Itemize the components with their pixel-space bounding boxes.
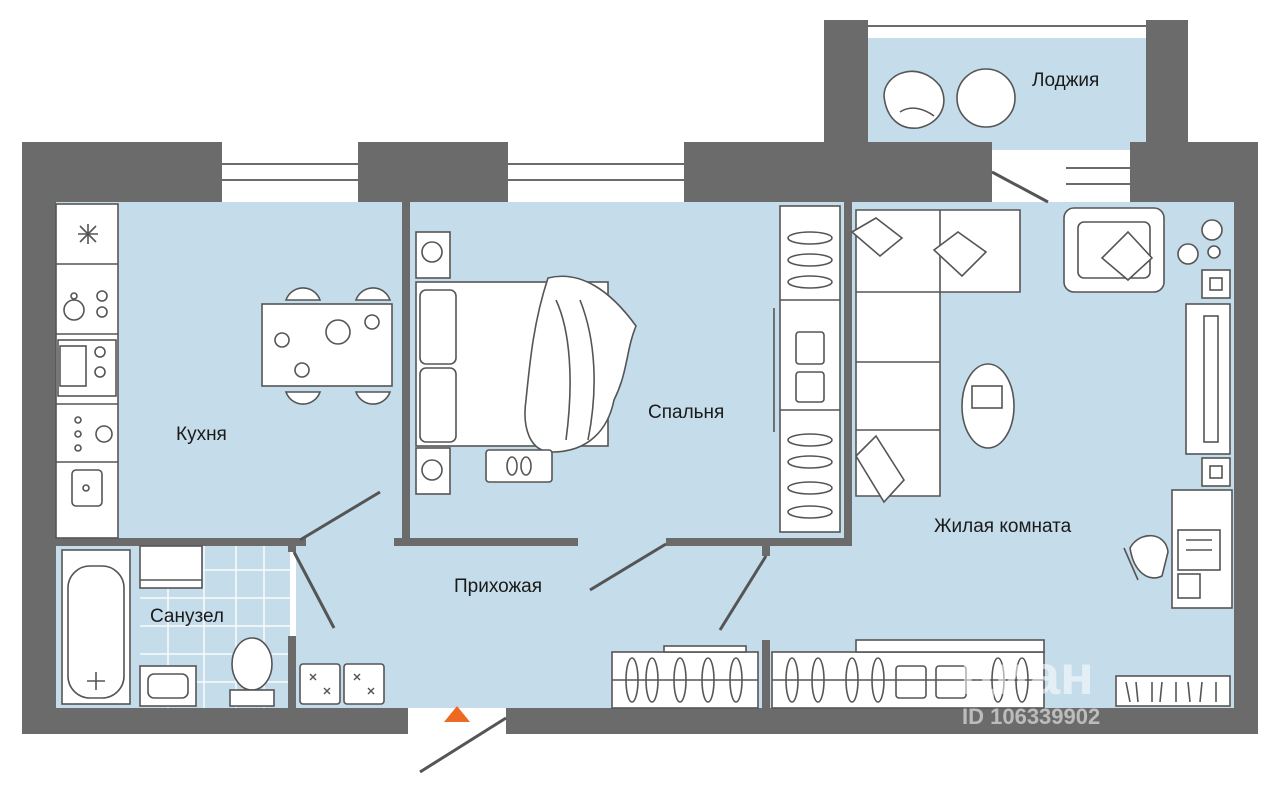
sofa-cushion-1 [850, 217, 904, 258]
label-loggia: Лоджия [1032, 70, 1099, 91]
door-loggia [991, 170, 1049, 204]
wall-bath-hall [288, 538, 296, 552]
walls [22, 20, 1258, 734]
wall-loggia-left [824, 20, 868, 202]
living-furniture [850, 207, 1233, 707]
dining-chairs [284, 287, 392, 405]
watermark: циан ID 106339902 [960, 643, 1100, 729]
door-entrance [419, 716, 507, 774]
living-window [1066, 150, 1130, 202]
bathroom-furniture [61, 545, 385, 707]
door-bathroom [292, 551, 336, 629]
wall-bedroom-hall [394, 538, 578, 546]
label-hallway: Прихожая [454, 576, 542, 597]
blanket [524, 275, 637, 453]
doors [292, 170, 1049, 774]
washing-machine [139, 545, 203, 589]
hallway-furniture [611, 639, 1045, 709]
door-kitchen [299, 490, 381, 542]
floors [56, 38, 1234, 708]
wall-bottom-right [506, 708, 1258, 734]
table-items [274, 314, 380, 378]
sink-icon [71, 469, 103, 507]
windows [222, 20, 1146, 202]
label-bedroom: Спальня [648, 402, 724, 423]
sofa-cushion-3 [854, 434, 906, 504]
loggia-furniture [883, 68, 1016, 129]
wall-loggia-right [1146, 20, 1188, 150]
wall-left [22, 142, 56, 734]
label-living: Жилая комната [934, 516, 1072, 537]
label-kitchen: Кухня [176, 424, 227, 445]
wall-kitchen-bedroom [402, 202, 410, 538]
wall-kitchen-bath [56, 538, 306, 546]
plant-icon [1177, 219, 1223, 265]
pillow-bottom [419, 367, 457, 443]
wall-bottom-left [22, 708, 408, 734]
loggia-window [868, 20, 1146, 32]
entrance-triangle-icon [444, 706, 470, 722]
toilet [231, 637, 273, 691]
sofa-cushion-2 [932, 231, 988, 278]
cooktop-icon [63, 290, 108, 321]
room-labels: Лоджия Кухня Спальня Жилая комната Прихо… [150, 70, 1099, 627]
wall-bath-hall-low [288, 636, 296, 708]
stove-icon [57, 339, 117, 397]
wall-hall-living [762, 538, 770, 556]
door-bedroom [589, 542, 667, 592]
bedroom-furniture [415, 205, 841, 533]
wall-bedroom-living [844, 202, 852, 546]
pillow-top [419, 289, 457, 365]
label-bathroom: Санузел [150, 606, 224, 627]
hangers-wardrobe [787, 231, 833, 519]
watermark-id: ID 106339902 [962, 704, 1100, 729]
burners-icon [74, 416, 113, 452]
bedroom-window [508, 142, 684, 202]
watermark-brand: циан [960, 643, 1094, 706]
bookshelf [1115, 675, 1231, 707]
wall-hall-living-low [762, 640, 770, 708]
shoe-rack [299, 663, 385, 705]
drain-icon [87, 672, 105, 690]
wall-wardrobe-hall [666, 538, 848, 546]
loggia-armchair [883, 70, 945, 129]
door-living [718, 555, 768, 631]
desk-chair [1129, 534, 1169, 579]
kitchen-furniture [55, 203, 393, 539]
slippers-mat [485, 449, 553, 483]
tv [1203, 315, 1219, 443]
fan-icon [78, 224, 98, 244]
kitchen-window [222, 142, 358, 202]
wall-right [1234, 142, 1258, 734]
loggia-table [956, 68, 1016, 128]
